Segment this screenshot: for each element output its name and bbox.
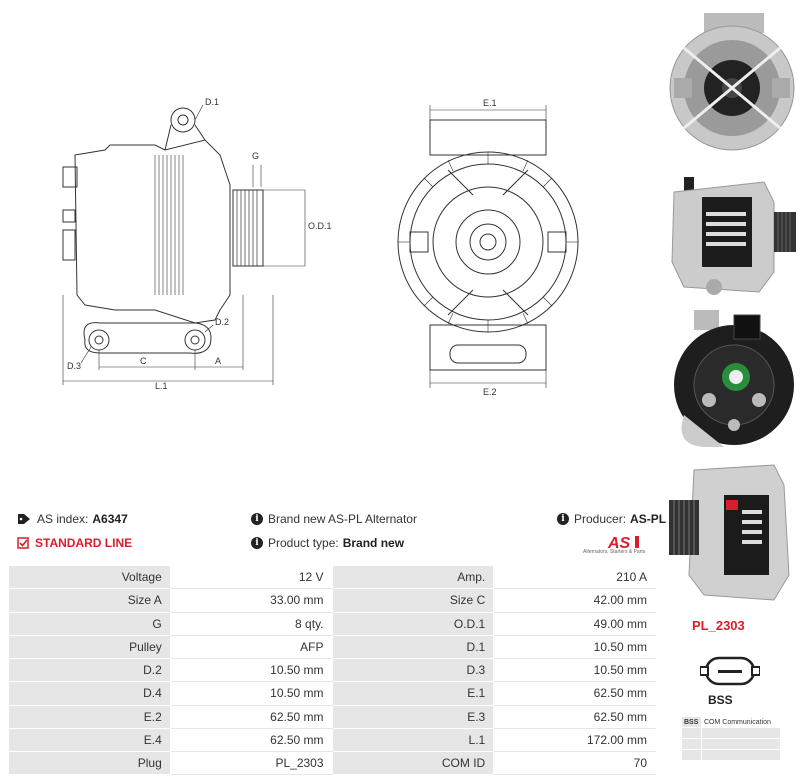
label-d3: D.3 bbox=[67, 361, 81, 371]
pin-desc bbox=[701, 727, 781, 739]
pin-id bbox=[681, 738, 702, 750]
info-icon: i bbox=[557, 513, 569, 525]
label-c: C bbox=[140, 356, 147, 366]
spec-label: Pulley bbox=[8, 634, 171, 660]
product-type-value: Brand new bbox=[342, 536, 405, 550]
label-e1: E.1 bbox=[483, 98, 497, 108]
spec-value: 33.00 mm bbox=[169, 588, 333, 613]
pin-id bbox=[681, 727, 702, 739]
plug-code: PL_2303 bbox=[692, 618, 745, 633]
spec-label: Size C bbox=[331, 588, 495, 613]
spec-label: G bbox=[8, 611, 171, 636]
alternator-photo-front bbox=[669, 13, 795, 151]
spec-value: 10.50 mm bbox=[493, 634, 656, 660]
spec-value: 49.00 mm bbox=[493, 611, 656, 636]
spec-label: E.1 bbox=[331, 681, 495, 706]
spec-value: 70 bbox=[493, 750, 656, 776]
pin-desc: COM Communication bbox=[701, 716, 781, 728]
spec-label: O.D.1 bbox=[331, 611, 495, 636]
label-od1: O.D.1 bbox=[308, 221, 332, 231]
spec-value: 12 V bbox=[169, 564, 333, 590]
spec-label: E.4 bbox=[8, 727, 171, 753]
spec-label: D.4 bbox=[8, 681, 171, 706]
pin-id bbox=[681, 749, 702, 761]
as-pl-logo: AS bbox=[607, 535, 639, 552]
label-e2: E.2 bbox=[483, 387, 497, 397]
standard-line: STANDARD LINE bbox=[17, 536, 132, 550]
pin-desc bbox=[701, 749, 781, 761]
plug-label: BSS bbox=[708, 693, 733, 707]
brand-text: Brand new AS-PL Alternator bbox=[268, 512, 417, 526]
spec-label: Plug bbox=[8, 750, 171, 776]
producer-label: Producer: bbox=[574, 512, 627, 526]
spec-label: Voltage bbox=[8, 564, 171, 590]
product-type-label: Product type: bbox=[268, 536, 339, 550]
spec-value: 10.50 mm bbox=[169, 657, 333, 683]
info-icon: i bbox=[251, 537, 263, 549]
spec-value: 10.50 mm bbox=[493, 657, 656, 683]
as-index-label: AS index: bbox=[37, 512, 89, 526]
pin-row-empty bbox=[681, 727, 781, 739]
brand-row: i Brand new AS-PL Alternator bbox=[251, 512, 417, 526]
producer-row: i Producer: AS-PL bbox=[557, 512, 666, 526]
spec-label: COM ID bbox=[331, 750, 495, 776]
label-l1: L.1 bbox=[155, 381, 168, 391]
side-view-drawing: D.1 G O.D.1 D.2 D.3 C A L.1 bbox=[62, 97, 332, 391]
logo-subtitle: Alternators, Starters & Parts bbox=[583, 549, 646, 555]
spec-value: AFP bbox=[169, 634, 333, 660]
spec-value: 62.50 mm bbox=[493, 704, 656, 729]
alternator-photo-angle bbox=[669, 464, 790, 601]
alternator-photo-side bbox=[671, 177, 796, 295]
spec-label: D.1 bbox=[331, 634, 495, 660]
label-g: G bbox=[252, 151, 259, 161]
spec-value: 210 A bbox=[493, 564, 656, 590]
spec-label: L.1 bbox=[331, 727, 495, 753]
spec-label: D.3 bbox=[331, 657, 495, 683]
spec-value: 172.00 mm bbox=[493, 727, 656, 753]
as-index-value: A6347 bbox=[92, 512, 128, 526]
pin-row-empty bbox=[681, 749, 781, 761]
spec-value: 42.00 mm bbox=[493, 588, 656, 613]
pin-desc bbox=[701, 738, 781, 750]
spec-value: 8 qty. bbox=[169, 611, 333, 636]
pin-id: BSS bbox=[681, 716, 702, 728]
svg-text:AS: AS bbox=[607, 535, 631, 552]
producer-value: AS-PL bbox=[630, 512, 667, 526]
spec-value: 62.50 mm bbox=[169, 727, 333, 753]
label-d1: D.1 bbox=[205, 97, 219, 107]
plug-connector-icon bbox=[700, 656, 760, 686]
front-view-drawing: E.1 E.2 bbox=[397, 98, 579, 397]
spec-label: E.3 bbox=[331, 704, 495, 729]
spec-label: D.2 bbox=[8, 657, 171, 683]
spec-label: Size A bbox=[8, 588, 171, 613]
standard-line-label: STANDARD LINE bbox=[35, 536, 133, 550]
checkbox-icon bbox=[17, 537, 29, 549]
spec-value: 62.50 mm bbox=[169, 704, 333, 729]
label-d2: D.2 bbox=[215, 317, 229, 327]
spec-value: PL_2303 bbox=[169, 750, 333, 776]
spec-label: Amp. bbox=[331, 564, 495, 590]
label-a: A bbox=[215, 356, 221, 366]
spec-value: 62.50 mm bbox=[493, 681, 656, 706]
as-index: AS index: A6347 bbox=[17, 512, 128, 526]
alternator-photo-rear bbox=[674, 310, 794, 447]
spec-value: 10.50 mm bbox=[169, 681, 333, 706]
spec-label: E.2 bbox=[8, 704, 171, 729]
pin-row-empty bbox=[681, 738, 781, 750]
info-icon: i bbox=[251, 513, 263, 525]
product-type-row: i Product type: Brand new bbox=[251, 536, 404, 550]
tag-icon bbox=[18, 514, 30, 524]
